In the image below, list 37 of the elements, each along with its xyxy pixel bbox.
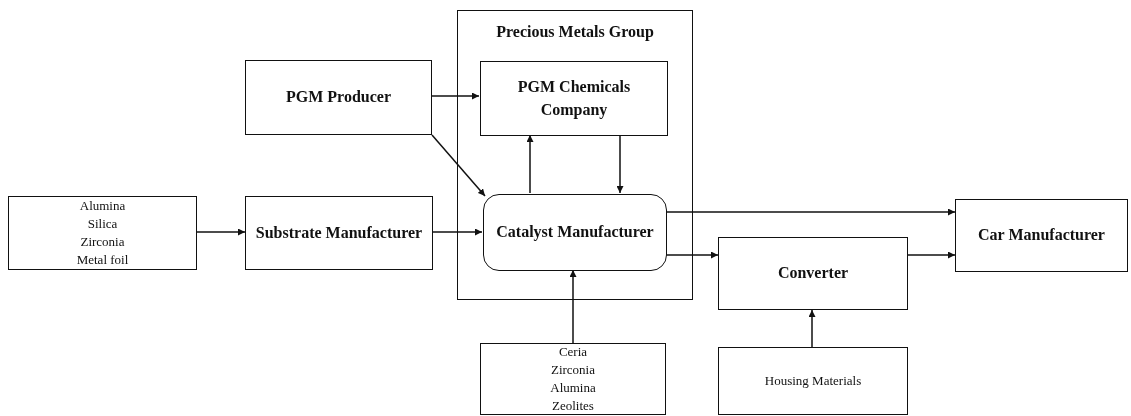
box-label: Car Manufacturer [977,225,1106,246]
box-label: Catalyst Manufacturer [495,222,655,243]
arrow [808,309,816,348]
material-name: Zirconia [80,233,125,251]
materials-box [480,343,666,415]
arrow [431,92,480,100]
materials-box [8,196,197,270]
group-heading: Precious Metals Group [496,23,654,41]
process-box [245,196,433,270]
material-name: Housing Materials [764,371,862,390]
material-name: Metal foil [76,251,129,270]
box-label: Converter [776,263,850,284]
materials-box [718,347,908,415]
process-box [718,237,908,310]
material-name: Silica [87,214,118,233]
rounded-process-box [483,194,667,271]
group-frame [457,10,693,300]
process-box [245,60,432,135]
material-name: Ceria [558,342,588,361]
arrow [907,251,956,259]
box-label: PGM Producer [285,87,392,108]
box-label: Substrate Manufacturer [254,222,424,243]
arrow [526,134,534,194]
box-label: PGM Chemicals Company [516,77,632,121]
process-box [480,61,668,136]
material-name: Zeolites [552,397,594,416]
arrow [431,134,486,197]
process-box [955,199,1128,272]
material-name: Alumina [550,379,596,397]
arrow [196,228,246,236]
arrow [432,228,483,236]
arrow [665,208,956,216]
material-name: Alumina [79,196,126,215]
arrow [569,269,577,344]
material-name: Zirconia [550,360,595,379]
arrow [616,134,624,194]
arrow [665,251,719,259]
